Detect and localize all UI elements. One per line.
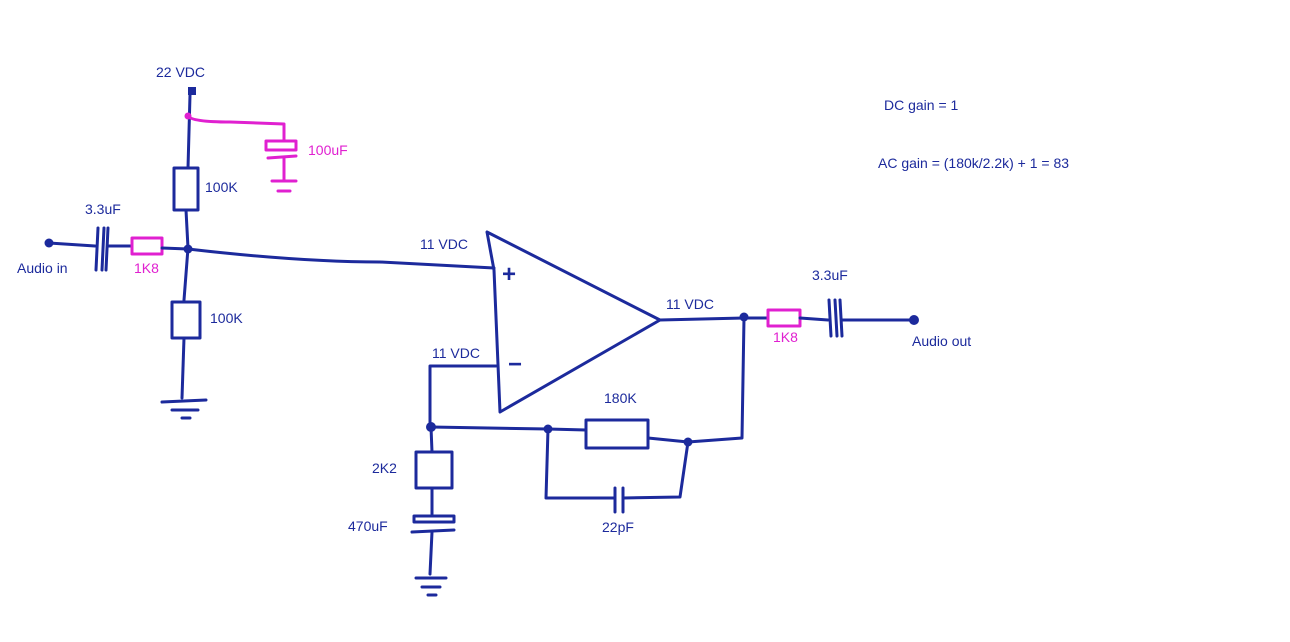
bias-resistor-bottom: [170, 300, 202, 340]
gain-resistor-wire: [429, 425, 434, 454]
output-cap-lead-left: [798, 316, 830, 322]
feedback-to-output-wire: [686, 316, 746, 444]
bias-resistor-top: [172, 166, 200, 212]
bypass-capacitor: [264, 139, 298, 193]
output-resistor: [766, 308, 802, 328]
bypass-cap-label: 100uF: [308, 142, 348, 158]
feedback-resistor-lead-right: [646, 436, 690, 444]
output-capacitor-label: 3.3uF: [812, 267, 848, 283]
gain-resistor-label: 2K2: [372, 460, 397, 476]
feedback-resistor-label: 180K: [604, 390, 637, 406]
supply-terminal: [188, 87, 196, 95]
dc-gain-note: DC gain = 1: [884, 97, 959, 113]
inverting-sign: −: [508, 351, 522, 378]
output-capacitor: [827, 298, 844, 338]
bias-center-wire: [182, 208, 190, 302]
inverting-input-wire: [428, 364, 498, 428]
noninverting-sign: +: [502, 261, 516, 288]
feedback-resistor: [584, 418, 650, 450]
input-capacitor-label: 3.3uF: [85, 201, 121, 217]
audio-out-label: Audio out: [912, 333, 971, 349]
gain-ground-symbol: [414, 576, 448, 597]
audio-in-label: Audio in: [17, 260, 68, 276]
ground-symbol: [160, 398, 208, 420]
feedback-cap-lead-left: [544, 427, 616, 500]
output-resistor-label: 1K8: [773, 329, 798, 345]
noninverting-voltage-label: 11 VDC: [420, 236, 468, 252]
input-capacitor: [94, 226, 134, 272]
bypass-wire: [186, 114, 286, 142]
ac-gain-note: AC gain = (180k/2.2k) + 1 = 83: [878, 155, 1070, 171]
bias-ground-wire: [180, 336, 186, 400]
supply-wire: [186, 93, 192, 170]
bypass-node: [184, 112, 192, 120]
bias-resistor-top-label: 100K: [205, 179, 238, 195]
bias-resistor-bottom-label: 100K: [210, 310, 243, 326]
feedback-capacitor-label: 22pF: [602, 519, 634, 535]
gain-resistor: [414, 450, 454, 490]
supply-label: 22 VDC: [156, 64, 205, 80]
input-to-bias-wire: [160, 246, 190, 251]
noninverting-input-wire: [186, 247, 496, 270]
opamp-triangle: [485, 230, 662, 414]
inverting-voltage-label: 11 VDC: [432, 345, 480, 361]
feedback-wire-left: [429, 425, 550, 431]
gain-capacitor-label: 470uF: [348, 518, 388, 534]
feedback-capacitor: [613, 486, 625, 514]
feedback-resistor-lead-left: [546, 427, 588, 432]
gain-capacitor: [410, 514, 456, 576]
output-voltage-label: 11 VDC: [666, 296, 714, 312]
output-wire: [658, 316, 746, 322]
audio-out-terminal[interactable]: [909, 315, 919, 325]
feedback-cap-lead-right: [621, 440, 690, 500]
input-wire: [47, 241, 97, 248]
input-resistor: [130, 236, 164, 256]
input-resistor-label: 1K8: [134, 260, 159, 276]
